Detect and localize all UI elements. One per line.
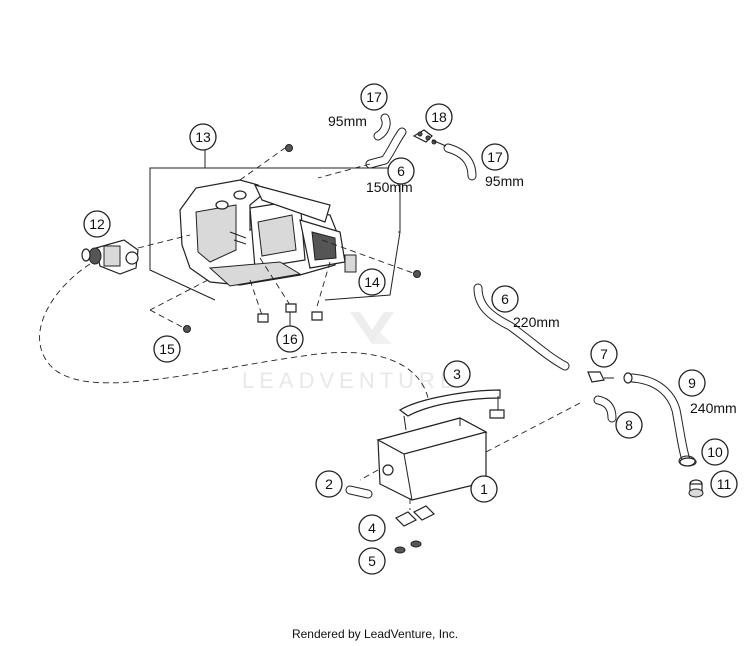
svg-text:6: 6 [397, 163, 405, 179]
svg-text:17: 17 [487, 149, 503, 165]
callout-11: 11 [710, 470, 738, 498]
dim-hose-6-lower: 220mm [513, 314, 560, 330]
routing-line [39, 263, 429, 399]
bracket-screws [149, 144, 421, 333]
svg-text:9: 9 [688, 375, 696, 391]
callout-17-right: 17 [481, 143, 509, 171]
callout-17-top: 17 [360, 83, 388, 111]
bracket-assembly [149, 150, 401, 301]
callout-18: 18 [425, 103, 453, 131]
callout-6-lower: 6 [491, 285, 519, 313]
footer-credit: Rendered by LeadVenture, Inc. [291, 627, 459, 641]
svg-text:10: 10 [707, 444, 723, 460]
callout-5: 5 [358, 547, 386, 575]
svg-text:18: 18 [431, 109, 447, 125]
callout-2: 2 [315, 470, 343, 498]
svg-text:5: 5 [368, 553, 376, 569]
svg-text:15: 15 [159, 341, 175, 357]
svg-text:4: 4 [368, 520, 376, 536]
svg-text:3: 3 [453, 366, 461, 382]
callout-6-upper: 6 [387, 157, 415, 185]
watermark-logo: LEADVENTURE [242, 312, 460, 393]
canister-assembly [345, 389, 583, 554]
callout-10: 10 [701, 438, 729, 466]
svg-text:14: 14 [364, 274, 380, 290]
callout-15: 15 [153, 335, 181, 363]
callout-1: 1 [470, 475, 498, 503]
callout-9: 9 [678, 369, 706, 397]
dim-hose-17-top: 95mm [328, 113, 367, 129]
svg-text:7: 7 [600, 346, 608, 362]
svg-text:16: 16 [282, 331, 298, 347]
callout-3: 3 [443, 360, 471, 388]
callouts: 1 2 3 4 5 6 6 7 8 9 10 11 12 13 14 15 16… [83, 83, 738, 575]
callout-13: 13 [189, 123, 217, 151]
callout-16: 16 [276, 325, 304, 353]
callout-12: 12 [83, 210, 111, 238]
upper-hoses [317, 113, 477, 181]
purge-valve [81, 234, 191, 275]
svg-text:1: 1 [480, 481, 488, 497]
svg-text:12: 12 [89, 216, 105, 232]
dim-hose-17-right: 95mm [485, 173, 524, 189]
svg-text:6: 6 [501, 291, 509, 307]
svg-text:11: 11 [717, 476, 732, 492]
watermark-text: LEADVENTURE [242, 368, 460, 393]
svg-text:2: 2 [325, 476, 333, 492]
right-parts [587, 371, 704, 498]
svg-text:17: 17 [366, 89, 382, 105]
dim-hose-9: 240mm [690, 400, 737, 416]
svg-text:13: 13 [195, 129, 211, 145]
hose-220 [473, 283, 570, 371]
callout-4: 4 [358, 514, 386, 542]
callout-8: 8 [615, 411, 643, 439]
svg-text:8: 8 [625, 417, 633, 433]
callout-7: 7 [590, 340, 618, 368]
callout-14: 14 [358, 268, 386, 296]
dimension-labels: 95mm 95mm 150mm 220mm 240mm [328, 113, 737, 416]
dim-hose-6-upper: 150mm [366, 179, 413, 195]
